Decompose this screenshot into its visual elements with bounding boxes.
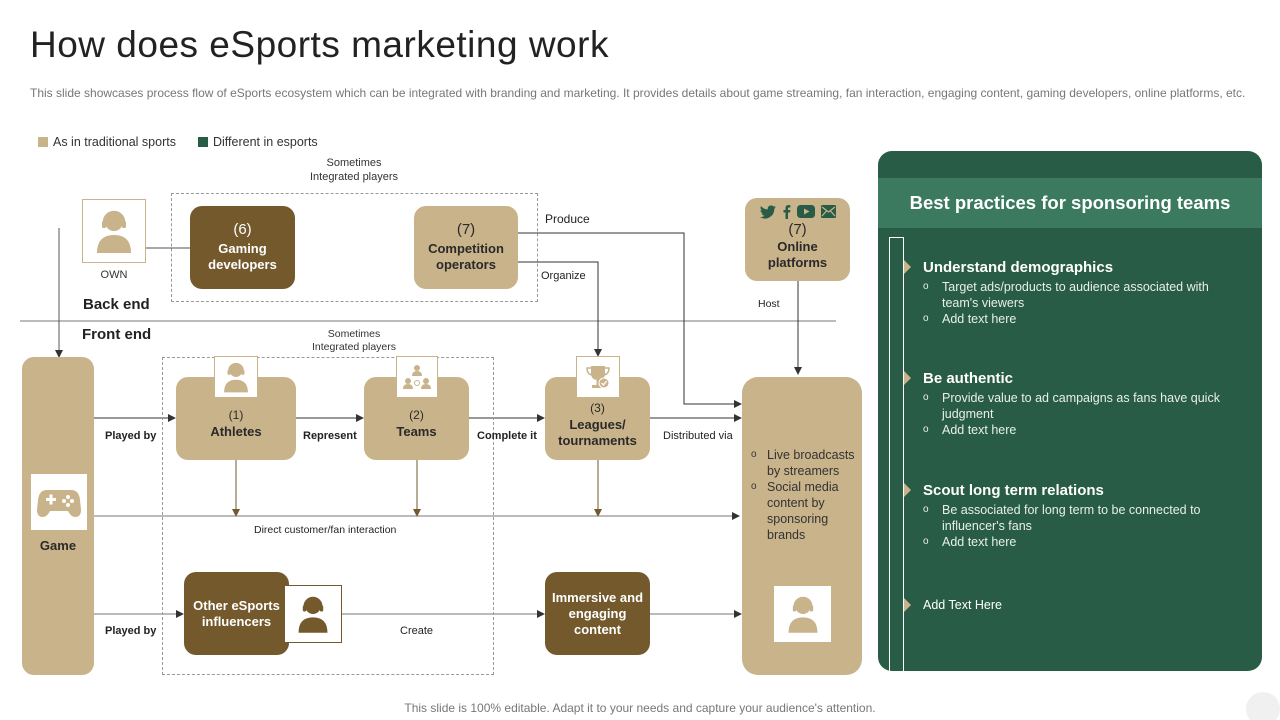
represent-label: Represent [303, 430, 357, 442]
immersive-content-label: Immersive and engaging content [551, 589, 644, 637]
legend-swatch [38, 137, 48, 147]
legend-swatch [198, 137, 208, 147]
trophy-icon-box [576, 356, 620, 398]
athletes-num: (1) [228, 408, 244, 422]
create-label: Create [400, 625, 434, 637]
trophy-icon [586, 366, 610, 389]
game-icon-box [31, 474, 87, 530]
integrated-group-backend [171, 193, 538, 302]
page-title: How does eSports marketing work [30, 24, 609, 65]
legend-esports: Different in esports [198, 135, 318, 149]
produce-label: Produce [545, 212, 590, 226]
best-practices-panel [878, 151, 1262, 671]
headset-person-icon [224, 362, 248, 393]
played-by-label-2: Played by [105, 625, 157, 637]
timeline-marker [904, 598, 911, 612]
practice-title: Scout long term relations [923, 482, 1104, 499]
practice-title: Be authentic [923, 370, 1014, 387]
owner-person-box [82, 199, 146, 263]
back-end-label: Back end [83, 296, 150, 313]
teams-label: Teams [396, 424, 437, 439]
complete-it-label: Complete it [477, 430, 537, 442]
team-icon-box [396, 356, 438, 398]
sometimes-integrated-top: Sometimes Integrated players [309, 157, 399, 183]
team-icon [403, 365, 431, 389]
practice-extra: Add Text Here [923, 598, 1002, 612]
mail-icon [820, 205, 836, 218]
immersive-content-box: Immersive and engaging content [545, 572, 650, 655]
leagues-num: (3) [590, 401, 605, 415]
legend-label: As in traditional sports [53, 135, 176, 149]
gaming-developers-box: (6) Gaming developers [190, 206, 295, 289]
online-platforms-num: (7) [788, 221, 807, 238]
online-platforms-box: (7) Online platforms [745, 198, 850, 281]
competition-operators-box: (7) Competition operators [414, 206, 518, 289]
page-subtitle: This slide showcases process flow of eSp… [30, 86, 1246, 100]
facebook-icon [783, 205, 790, 219]
influencers-box: Other eSports influencers [184, 572, 289, 655]
organize-label: Organize [541, 270, 586, 282]
influencers-label: Other eSports influencers [193, 597, 280, 629]
corner-decoration [1246, 692, 1280, 720]
twitter-icon [759, 204, 776, 218]
timeline-cap [889, 237, 904, 238]
host-label: Host [758, 298, 780, 310]
legend-label: Different in esports [213, 135, 318, 149]
best-practices-heading: Best practices for sponsoring teams [878, 178, 1262, 228]
youtube-icon [796, 205, 815, 218]
gaming-developers-label: Gaming developers [208, 241, 277, 272]
athlete-icon-box [214, 356, 258, 398]
online-platforms-label: Online platforms [767, 239, 828, 270]
viewer-icon-box [774, 586, 831, 642]
competition-operators-label: Competition operators [428, 241, 504, 272]
gaming-developers-num: (6) [233, 221, 252, 238]
timeline-line-left [889, 237, 890, 671]
headset-person-icon [788, 596, 817, 633]
timeline-marker [904, 371, 911, 385]
gamepad-icon [37, 490, 81, 517]
influencer-icon-box [284, 585, 342, 643]
timeline-marker [904, 483, 911, 497]
sometimes-integrated-mid: Sometimes Integrated players [311, 328, 397, 353]
headset-person-icon [298, 596, 328, 633]
direct-interaction-label: Direct customer/fan interaction [254, 524, 397, 536]
timeline-marker [904, 260, 911, 274]
athletes-label: Athletes [210, 424, 262, 439]
legend-traditional: As in traditional sports [38, 135, 176, 149]
competition-operators-num: (7) [456, 221, 476, 238]
integrated-group-frontend [162, 357, 494, 675]
headset-person-icon [97, 210, 131, 253]
social-icons [759, 204, 836, 219]
leagues-label: Leagues/ tournaments [558, 417, 637, 448]
distributed-via-label: Distributed via [663, 430, 733, 442]
played-by-label-1: Played by [105, 430, 157, 442]
footer-note: This slide is 100% editable. Adapt it to… [404, 701, 876, 715]
front-end-label: Front end [82, 326, 152, 343]
timeline-line-right [903, 237, 904, 671]
practice-title: Understand demographics [923, 259, 1114, 276]
game-label: Game [39, 538, 77, 553]
teams-num: (2) [409, 408, 424, 422]
own-label: OWN [100, 269, 128, 281]
